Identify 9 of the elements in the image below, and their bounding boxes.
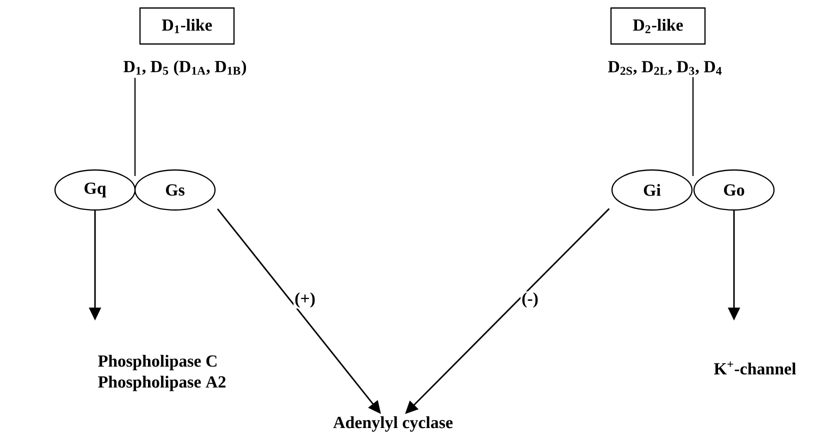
receptor-label: D$_{2S}$, D$_{2L}$, D$_{3}$, D$_{4}$: [608, 61, 722, 75]
product-label: K$^{+}$-channel: [714, 361, 796, 375]
edge-label: (-): [520, 291, 540, 309]
product-label: Adenylyl cyclase: [333, 416, 453, 432]
class-box: D$_{2}$-like: [610, 7, 706, 45]
class-box: D$_{1}$-like: [139, 7, 235, 45]
product-label: Phospholipase C Phospholipase A2: [98, 354, 226, 392]
edge-label: (+): [294, 291, 316, 309]
receptor-label: D$_{1}$, D$_{5}$ (D$_{1A}$, D$_{1B}$): [124, 60, 246, 76]
